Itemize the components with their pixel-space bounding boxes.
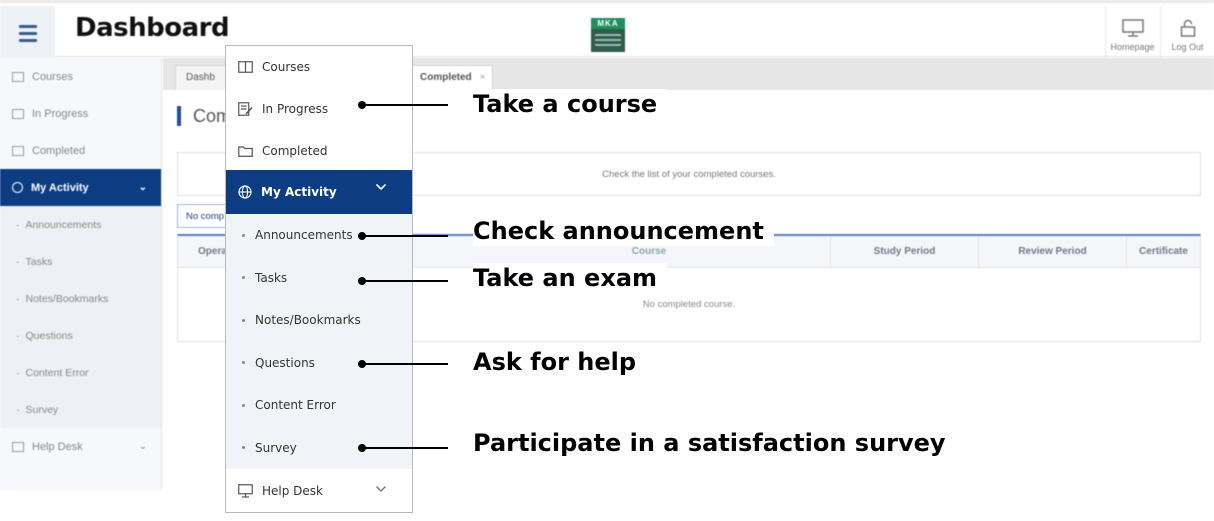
sidebar-subitem-notes-bookmarks[interactable]: Notes/Bookmarks <box>226 299 412 342</box>
column-header: Course <box>631 246 667 257</box>
monitor-icon <box>12 441 24 452</box>
section-title: Com <box>177 106 231 126</box>
homepage-label: Homepage <box>1110 42 1155 52</box>
unlock-icon <box>1180 19 1195 37</box>
sidebar-subitem-label: Content Error <box>255 398 336 413</box>
monitor-icon <box>238 484 253 498</box>
sidebar-item-label: In Progress <box>32 107 89 120</box>
callout-connector <box>358 101 448 109</box>
sidebar-subitem-label: Notes/Bookmarks <box>255 313 361 328</box>
sidebar-item-label: Help Desk <box>262 484 323 498</box>
sidebar-background: Courses In Progress Completed My Activit… <box>0 58 162 490</box>
sidebar-subitem-label: Announcements <box>255 228 353 243</box>
logo: MKA <box>591 18 625 52</box>
sidebar-item-help-desk[interactable]: Help Desk ⌄ <box>0 428 161 465</box>
callout-connector <box>358 444 448 452</box>
folder-icon <box>238 146 253 157</box>
sidebar-subitem-survey[interactable]: Survey <box>0 391 161 428</box>
sidebar-item-label: Help Desk <box>32 440 83 453</box>
folder-icon <box>12 145 24 156</box>
column-header: Review Period <box>978 236 1126 268</box>
sidebar-subitem-announcements[interactable]: Announcements <box>0 206 161 243</box>
sidebar-item-label: In Progress <box>262 102 329 116</box>
hamburger-menu-icon[interactable] <box>0 6 55 60</box>
callout-connector <box>358 360 448 368</box>
tab-completed[interactable]: Completed × <box>409 65 493 90</box>
sidebar-item-label: Completed <box>262 144 328 158</box>
callout-satisfaction-survey: Participate in a satisfaction survey <box>473 428 956 458</box>
logout-label: Log Out <box>1171 42 1204 52</box>
sidebar-subitem-tasks[interactable]: Tasks <box>0 243 161 280</box>
homepage-button[interactable]: Homepage <box>1105 6 1159 60</box>
callout-take-exam: Take an exam <box>473 263 668 293</box>
sidebar-item-in-progress[interactable]: In Progress <box>226 88 412 130</box>
sidebar-subitem-label: Survey <box>255 440 297 455</box>
chevron-down-icon <box>376 486 386 492</box>
top-bar: Dashboard MKA Homepage Log Out <box>0 0 1214 60</box>
close-icon[interactable]: × <box>479 72 486 83</box>
book-icon <box>238 61 253 73</box>
sidebar-subitem-label: Tasks <box>255 270 288 285</box>
chevron-down-icon: ⌄ <box>138 441 147 452</box>
notice-box: Check the list of your completed courses… <box>177 152 1201 196</box>
column-header: Opera <box>198 246 227 257</box>
sidebar-item-label: Courses <box>32 70 73 83</box>
sidebar-item-completed[interactable]: Completed <box>0 132 161 169</box>
edit-icon <box>12 108 24 119</box>
sidebar-item-label: Completed <box>32 144 86 157</box>
logo-text: MKA <box>591 18 625 29</box>
column-header: Study Period <box>830 236 978 268</box>
sidebar-subitem-questions[interactable]: Questions <box>0 317 161 354</box>
sidebar-item-in-progress[interactable]: In Progress <box>0 95 161 132</box>
monitor-icon <box>1121 19 1144 37</box>
sidebar-subitem-questions[interactable]: Questions <box>226 341 412 384</box>
sidebar-item-my-activity[interactable]: My Activity <box>226 170 412 214</box>
tab-label: Completed <box>420 72 472 83</box>
book-icon <box>12 71 24 82</box>
sidebar-item-label: Courses <box>262 60 311 74</box>
sidebar-subitem-label: Questions <box>255 355 315 370</box>
sidebar-item-my-activity[interactable]: My Activity ⌄ <box>0 169 161 206</box>
chevron-down-icon <box>375 183 387 191</box>
globe-icon <box>12 182 23 193</box>
sidebar-item-completed[interactable]: Completed <box>226 130 412 172</box>
callout-take-course: Take a course <box>473 89 668 119</box>
table-empty-message: No completed course. <box>642 299 736 310</box>
callout-ask-help: Ask for help <box>473 347 647 377</box>
sidebar-item-courses[interactable]: Courses <box>226 46 412 88</box>
sidebar-subitem-tasks[interactable]: Tasks <box>226 256 412 299</box>
edit-icon <box>238 102 253 116</box>
sidebar-item-label: My Activity <box>261 185 337 199</box>
callout-connector <box>358 277 448 285</box>
sidebar-subitem-content-error[interactable]: Content Error <box>226 384 412 427</box>
globe-icon <box>238 185 252 199</box>
sidebar-subitem-content-error[interactable]: Content Error <box>0 354 161 391</box>
callout-connector <box>358 232 448 240</box>
page-title: Dashboard <box>75 13 230 43</box>
sidebar-item-help-desk[interactable]: Help Desk <box>226 469 412 513</box>
column-header: Certificate <box>1126 236 1200 268</box>
sidebar-item-label: My Activity <box>31 181 89 194</box>
sidebar-subitem-notes[interactable]: Notes/Bookmarks <box>0 280 161 317</box>
logout-button[interactable]: Log Out <box>1160 6 1214 60</box>
callout-check-announcement: Check announcement <box>473 216 774 246</box>
chevron-down-icon: ⌄ <box>138 182 147 193</box>
sidebar-item-courses[interactable]: Courses <box>0 58 161 95</box>
sidebar-popout: Courses In Progress Completed My Activit… <box>225 45 413 513</box>
